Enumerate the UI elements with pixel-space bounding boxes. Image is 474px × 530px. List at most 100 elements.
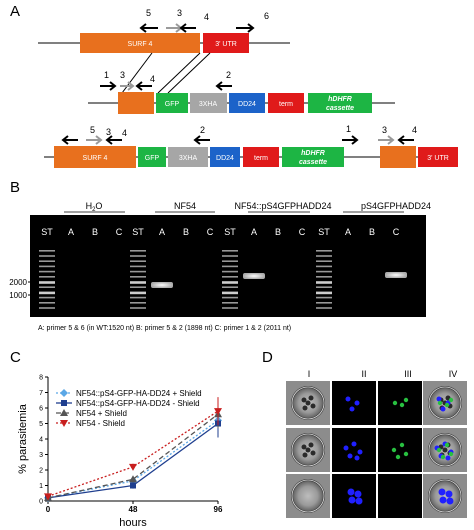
primer-num: 2: [200, 125, 205, 135]
svg-text:cassette: cassette: [299, 159, 327, 166]
nucleus-stain: [438, 488, 446, 496]
panel-letter-c: C: [10, 349, 21, 366]
lane-label: C: [207, 227, 214, 237]
dd24-label: DD24: [238, 101, 256, 108]
gfp-signal: [448, 451, 454, 457]
ladder-band: [316, 307, 332, 309]
data-point: [214, 408, 222, 416]
nucleus-stain: [436, 396, 442, 402]
lane-label: ST: [132, 227, 144, 237]
nucleus-stain: [357, 449, 363, 455]
ladder-band: [39, 307, 55, 309]
col-header-i: I: [308, 369, 311, 379]
primer-num: 4: [150, 74, 155, 84]
gfp-signal: [399, 402, 405, 408]
ladder-band: [222, 296, 238, 299]
parasite-granule: [301, 444, 307, 450]
parasite-granule: [302, 452, 308, 458]
ladder-band: [316, 302, 332, 304]
ladder-band: [222, 260, 238, 262]
y-tick-label: 5: [39, 421, 43, 428]
parasite-granule: [302, 405, 308, 411]
x-tick-label: 0: [46, 505, 51, 514]
term-label: term: [279, 101, 293, 108]
nucleus-stain: [345, 396, 351, 402]
construct-wildtype: SURF 4 3' UTR 5 3 4 6: [38, 8, 290, 53]
lane-label: C: [299, 227, 306, 237]
primer-num: 4: [122, 128, 127, 138]
utr-label: 3' UTR: [215, 41, 237, 48]
gfp-signal: [403, 397, 409, 403]
ladder-band: [130, 291, 146, 295]
gel-group-nf54: NF54: [174, 201, 196, 211]
lane-label: B: [275, 227, 281, 237]
primer-num: 4: [204, 12, 209, 22]
y-tick-label: 0: [39, 499, 43, 506]
y-tick-label: 4: [39, 437, 43, 444]
cell-membrane: [291, 433, 325, 467]
y-tick-label: 6: [39, 406, 43, 413]
micrograph-tile: [332, 381, 376, 425]
primer-num: 4: [412, 125, 417, 135]
micrograph-tile: [378, 428, 422, 472]
lane-label: B: [92, 227, 98, 237]
lane-label: A: [159, 227, 165, 237]
ladder-band: [39, 265, 55, 268]
gfp-signal: [399, 442, 405, 448]
gfp-signal: [448, 397, 454, 403]
gel-group-plasmid: pS4GFPHADD24: [361, 201, 431, 211]
gfp-signal: [403, 451, 409, 457]
data-point: [60, 420, 68, 427]
svg-text:3XHA: 3XHA: [179, 155, 198, 162]
lane-label: A: [251, 227, 257, 237]
primer-num: 2: [226, 70, 231, 80]
micrograph-tile: [378, 474, 422, 518]
nucleus-stain: [343, 445, 349, 451]
surf4-label: SURF 4: [128, 41, 153, 48]
gel-group-h2o: H2O: [86, 201, 103, 213]
parasite-granule: [301, 397, 307, 403]
marker-1000: 1000: [9, 291, 27, 300]
ladder-band: [316, 291, 332, 295]
ladder-band: [222, 286, 238, 288]
micrograph-grid: [286, 381, 467, 518]
lane-label: C: [116, 227, 123, 237]
gfp-signal: [444, 402, 450, 408]
lane-label: A: [345, 227, 351, 237]
lane-label: ST: [318, 227, 330, 237]
construct-integrated: SURF 4 GFP 3XHA DD24 term hDHFR cassette…: [44, 124, 458, 168]
primer-num: 5: [90, 125, 95, 135]
panel-letter-a: A: [10, 3, 20, 20]
lane-label: C: [393, 227, 400, 237]
parasite-granule: [305, 400, 311, 406]
parasite-granule: [310, 403, 316, 409]
parasite-granule: [308, 395, 314, 401]
pcr-band: [243, 273, 265, 279]
marker-2000: 2000: [9, 278, 27, 287]
pcr-band: [151, 282, 173, 288]
ladder-band: [222, 302, 238, 304]
svg-text:SURF 4: SURF 4: [83, 155, 108, 162]
svg-text:hDHFR: hDHFR: [301, 150, 325, 157]
legend-entry: NF54 + Shield: [76, 409, 127, 418]
ladder-band: [222, 307, 238, 309]
ladder-band: [39, 276, 55, 278]
parasite-granule: [310, 450, 316, 456]
ladder-band: [316, 260, 332, 262]
nucleus-stain: [348, 496, 356, 504]
utr-box: [203, 33, 249, 53]
nucleus-stain: [354, 455, 360, 461]
ladder-band: [39, 291, 55, 295]
svg-text:term: term: [254, 155, 268, 162]
nucleus-stain: [347, 453, 353, 459]
ladder-band: [222, 276, 238, 278]
ladder-band: [130, 286, 146, 288]
panel-letter-d: D: [262, 349, 273, 366]
ladder-band: [316, 265, 332, 268]
ladder-band: [39, 260, 55, 262]
legend-entry: NF54::pS4-GFP-HA-DD24 + Shield: [76, 389, 202, 398]
primer-num: 3: [106, 127, 111, 137]
ladder-band: [130, 281, 146, 284]
